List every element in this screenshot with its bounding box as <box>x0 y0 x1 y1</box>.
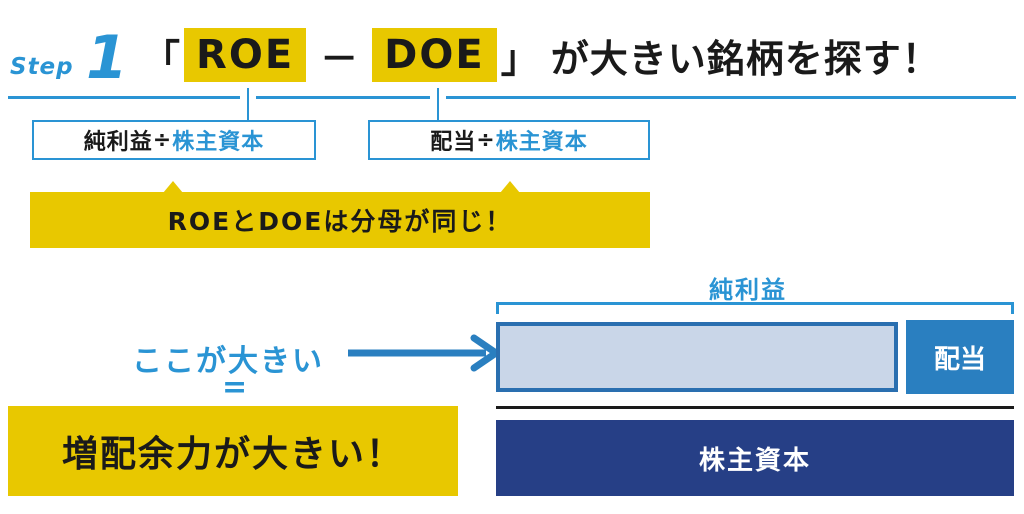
doe-denominator: 株主資本 <box>495 130 588 155</box>
title-text: が大きい銘柄を探す！ <box>550 36 941 81</box>
header-rule-right <box>446 96 1016 99</box>
doe-operator: ÷ <box>476 127 496 153</box>
close-bracket: 」 <box>500 36 539 81</box>
open-bracket: 「 <box>142 36 181 81</box>
dividend-capacity-conclusion: 増配余力が大きい！ <box>8 406 458 496</box>
retained-portion-bar <box>496 322 898 392</box>
same-denominator-note: ROEとDOEは分母が同じ！ <box>30 192 650 248</box>
roe-highlight: ROE <box>184 28 307 82</box>
minus-sign: － <box>320 36 359 81</box>
equity-bar-label: 株主資本 <box>698 445 811 476</box>
header-rule-left <box>8 96 240 99</box>
step-number: 1 <box>86 23 128 93</box>
doe-numerator: 配当 <box>430 130 477 155</box>
doe-formula-box: 配当 ÷ 株主資本 <box>368 120 650 160</box>
note-notch-left <box>163 181 183 193</box>
division-line <box>496 406 1014 409</box>
arrow-right-icon <box>348 334 500 372</box>
dividend-bar-label: 配当 <box>933 344 986 375</box>
roe-connector <box>247 88 249 120</box>
dividend-bar: 配当 <box>906 320 1014 394</box>
net-income-label: 純利益 <box>709 276 787 304</box>
header-rule-middle <box>256 96 430 99</box>
roe-denominator: 株主資本 <box>172 130 265 155</box>
page-title: 「 ROE － DOE 」 が大きい銘柄を探す！ <box>138 22 941 88</box>
big-here-label: ここが大きい <box>132 344 324 379</box>
net-income-bracket <box>496 302 1014 314</box>
roe-operator: ÷ <box>152 127 173 153</box>
note-notch-right <box>500 181 520 193</box>
doe-highlight: DOE <box>372 28 497 82</box>
doe-connector <box>437 88 439 120</box>
step-label: Step <box>10 54 74 80</box>
equity-bar: 株主資本 <box>496 420 1014 496</box>
roe-formula-box: 純利益 ÷ 株主資本 <box>32 120 316 160</box>
equals-sign: = <box>222 370 250 405</box>
roe-numerator: 純利益 <box>83 130 153 155</box>
